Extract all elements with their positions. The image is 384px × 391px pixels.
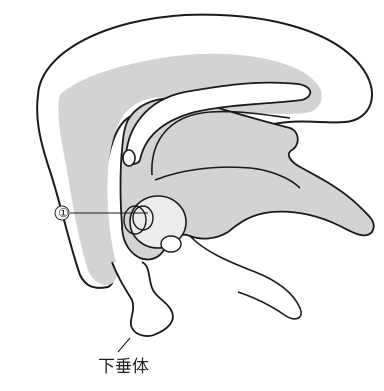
anterior-commissure: [123, 150, 135, 166]
cerebellum-contour: [190, 236, 301, 319]
pituitary-stalk: [112, 262, 173, 336]
mammillary-body: [161, 236, 181, 252]
pituitary-leader-line: [118, 338, 130, 352]
marker-1-label: ①: [58, 206, 69, 220]
pituitary-label: 下垂体: [98, 357, 149, 377]
